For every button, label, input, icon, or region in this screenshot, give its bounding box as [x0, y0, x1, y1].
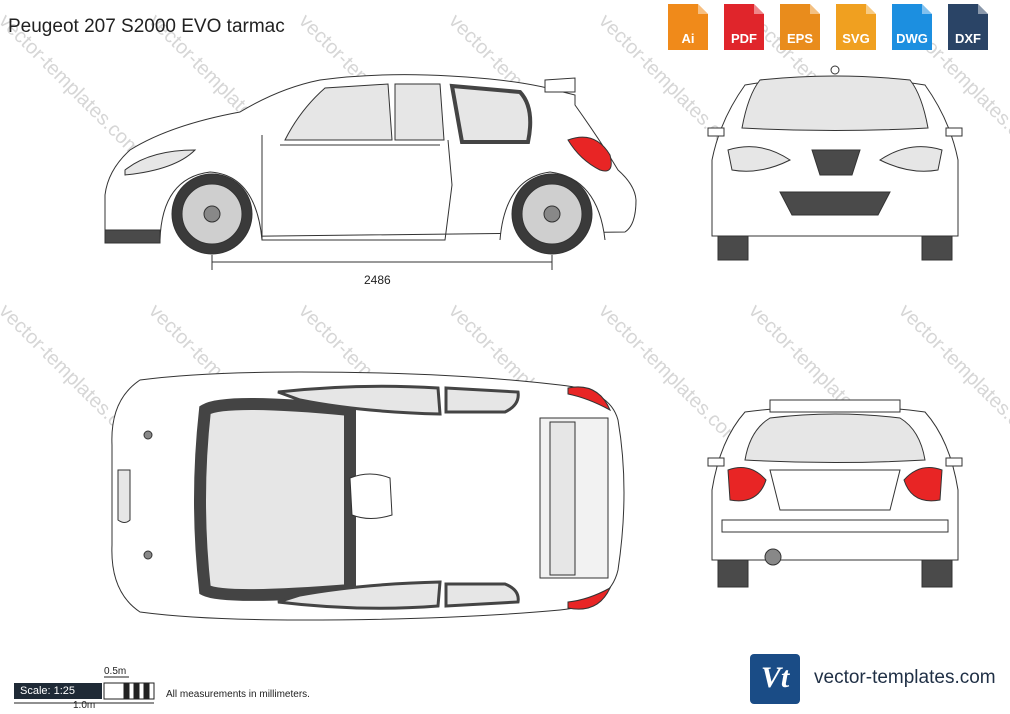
rear-window	[744, 413, 926, 463]
format-badge-svg[interactable]: SVG	[836, 4, 876, 50]
format-label: DWG	[896, 31, 928, 46]
page-title: Peugeot 207 S2000 EVO tarmac	[8, 16, 285, 37]
top-view	[111, 371, 625, 621]
scale-half-meter: 0.5m	[104, 666, 127, 677]
scale-label: Scale: 1:25	[14, 683, 102, 699]
format-badge-pdf[interactable]: PDF	[724, 4, 764, 50]
file-icon	[668, 4, 708, 50]
file-icon	[836, 4, 876, 50]
side-wheel-front	[171, 173, 253, 255]
side-view	[104, 74, 637, 270]
file-icon	[892, 4, 932, 50]
side-wheel-rear	[511, 173, 593, 255]
format-label: EPS	[786, 31, 813, 46]
file-icon	[724, 4, 764, 50]
wheelbase-dimension: 2486	[364, 273, 391, 287]
format-label: Ai	[681, 31, 695, 46]
scale-meter: 1.0m	[73, 700, 96, 711]
scale-bar	[14, 676, 155, 704]
format-badge-dxf[interactable]: DXF	[948, 4, 988, 50]
format-badge-ai[interactable]: Ai	[668, 4, 708, 50]
brand-link[interactable]: vector-templates.com	[814, 667, 996, 688]
brand-logo[interactable]: Vt	[750, 654, 800, 704]
rear-view	[707, 399, 963, 588]
side-window-front	[284, 83, 393, 141]
format-badge-eps[interactable]: EPS	[780, 4, 820, 50]
front-view	[707, 65, 963, 261]
top-windshield	[194, 398, 356, 601]
file-icon	[780, 4, 820, 50]
format-label: PDF	[731, 31, 757, 46]
measurement-note: All measurements in millimeters.	[166, 689, 310, 700]
format-label: SVG	[842, 31, 870, 46]
file-icon	[948, 4, 988, 50]
format-badge-dwg[interactable]: DWG	[892, 4, 932, 50]
side-window-rear	[449, 83, 533, 144]
brand-logo-mark: Vt	[760, 661, 790, 694]
side-tail-light	[567, 136, 612, 172]
side-window-mid	[394, 83, 445, 141]
front-windshield	[741, 75, 929, 131]
format-label: DXF	[955, 31, 981, 46]
